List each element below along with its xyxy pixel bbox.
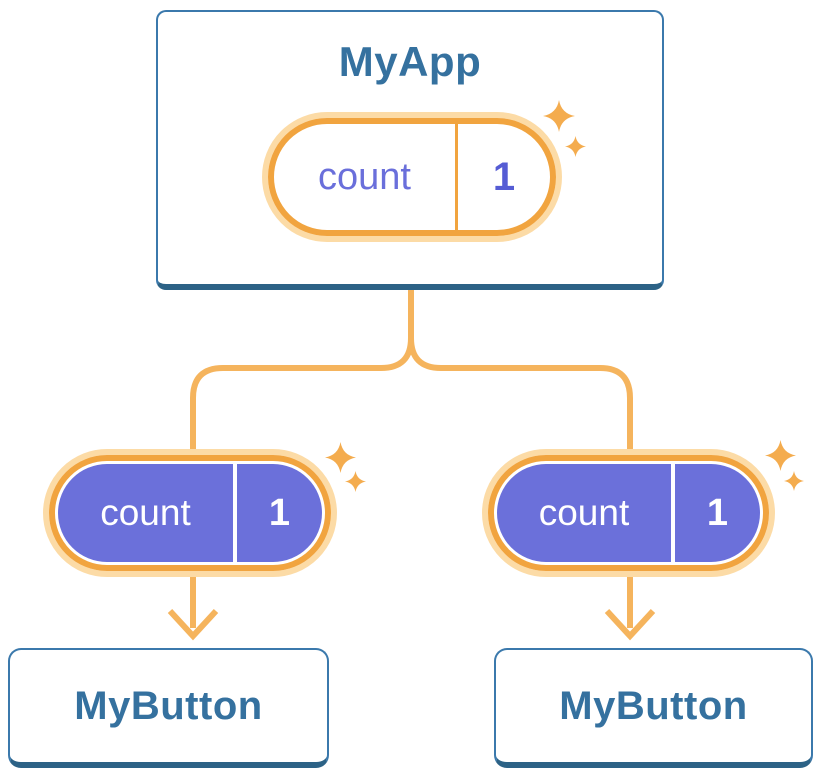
component-title-mybutton-left: MyButton: [74, 683, 263, 728]
pill-divider: [671, 464, 675, 562]
component-card-mybutton-left: MyButton: [8, 648, 329, 768]
sparkle-icon: [325, 442, 356, 473]
state-pill-body: count 1: [58, 464, 322, 562]
pill-divider: [233, 464, 237, 562]
sparkle-icon: [345, 471, 366, 492]
state-pill-myapp: count 1: [262, 112, 562, 242]
sparkle-icon: [765, 440, 796, 471]
state-pill-right-child: count 1: [482, 449, 775, 577]
arrowhead-right-icon: [604, 608, 656, 641]
component-title-myapp: MyApp: [338, 38, 482, 85]
pill-divider: [455, 124, 458, 230]
connector-right-branch: [408, 289, 633, 628]
state-value: 1: [492, 154, 516, 199]
component-card-mybutton-right: MyButton: [494, 648, 813, 768]
component-card-myapp: MyApp count 1: [156, 10, 664, 290]
state-pill-ring: count 1: [488, 455, 769, 571]
state-pill-body: count 1: [274, 124, 550, 230]
connector-left-branch: [190, 289, 414, 628]
state-pill-body: count 1: [497, 464, 760, 562]
state-pill-ring: count 1: [49, 455, 331, 571]
state-label: count: [100, 492, 191, 533]
arrowhead-left-icon: [167, 608, 219, 641]
state-value: 1: [268, 491, 291, 534]
sparkle-icon: [565, 136, 586, 157]
state-label: count: [538, 492, 630, 533]
state-label: count: [318, 155, 411, 198]
state-value: 1: [706, 491, 729, 534]
sparkle-icon: [543, 100, 575, 132]
state-pill-ring: count 1: [268, 118, 556, 236]
state-pill-left-child: count 1: [43, 449, 337, 577]
component-title-mybutton-right: MyButton: [559, 683, 748, 728]
sparkle-icon: [784, 471, 804, 491]
